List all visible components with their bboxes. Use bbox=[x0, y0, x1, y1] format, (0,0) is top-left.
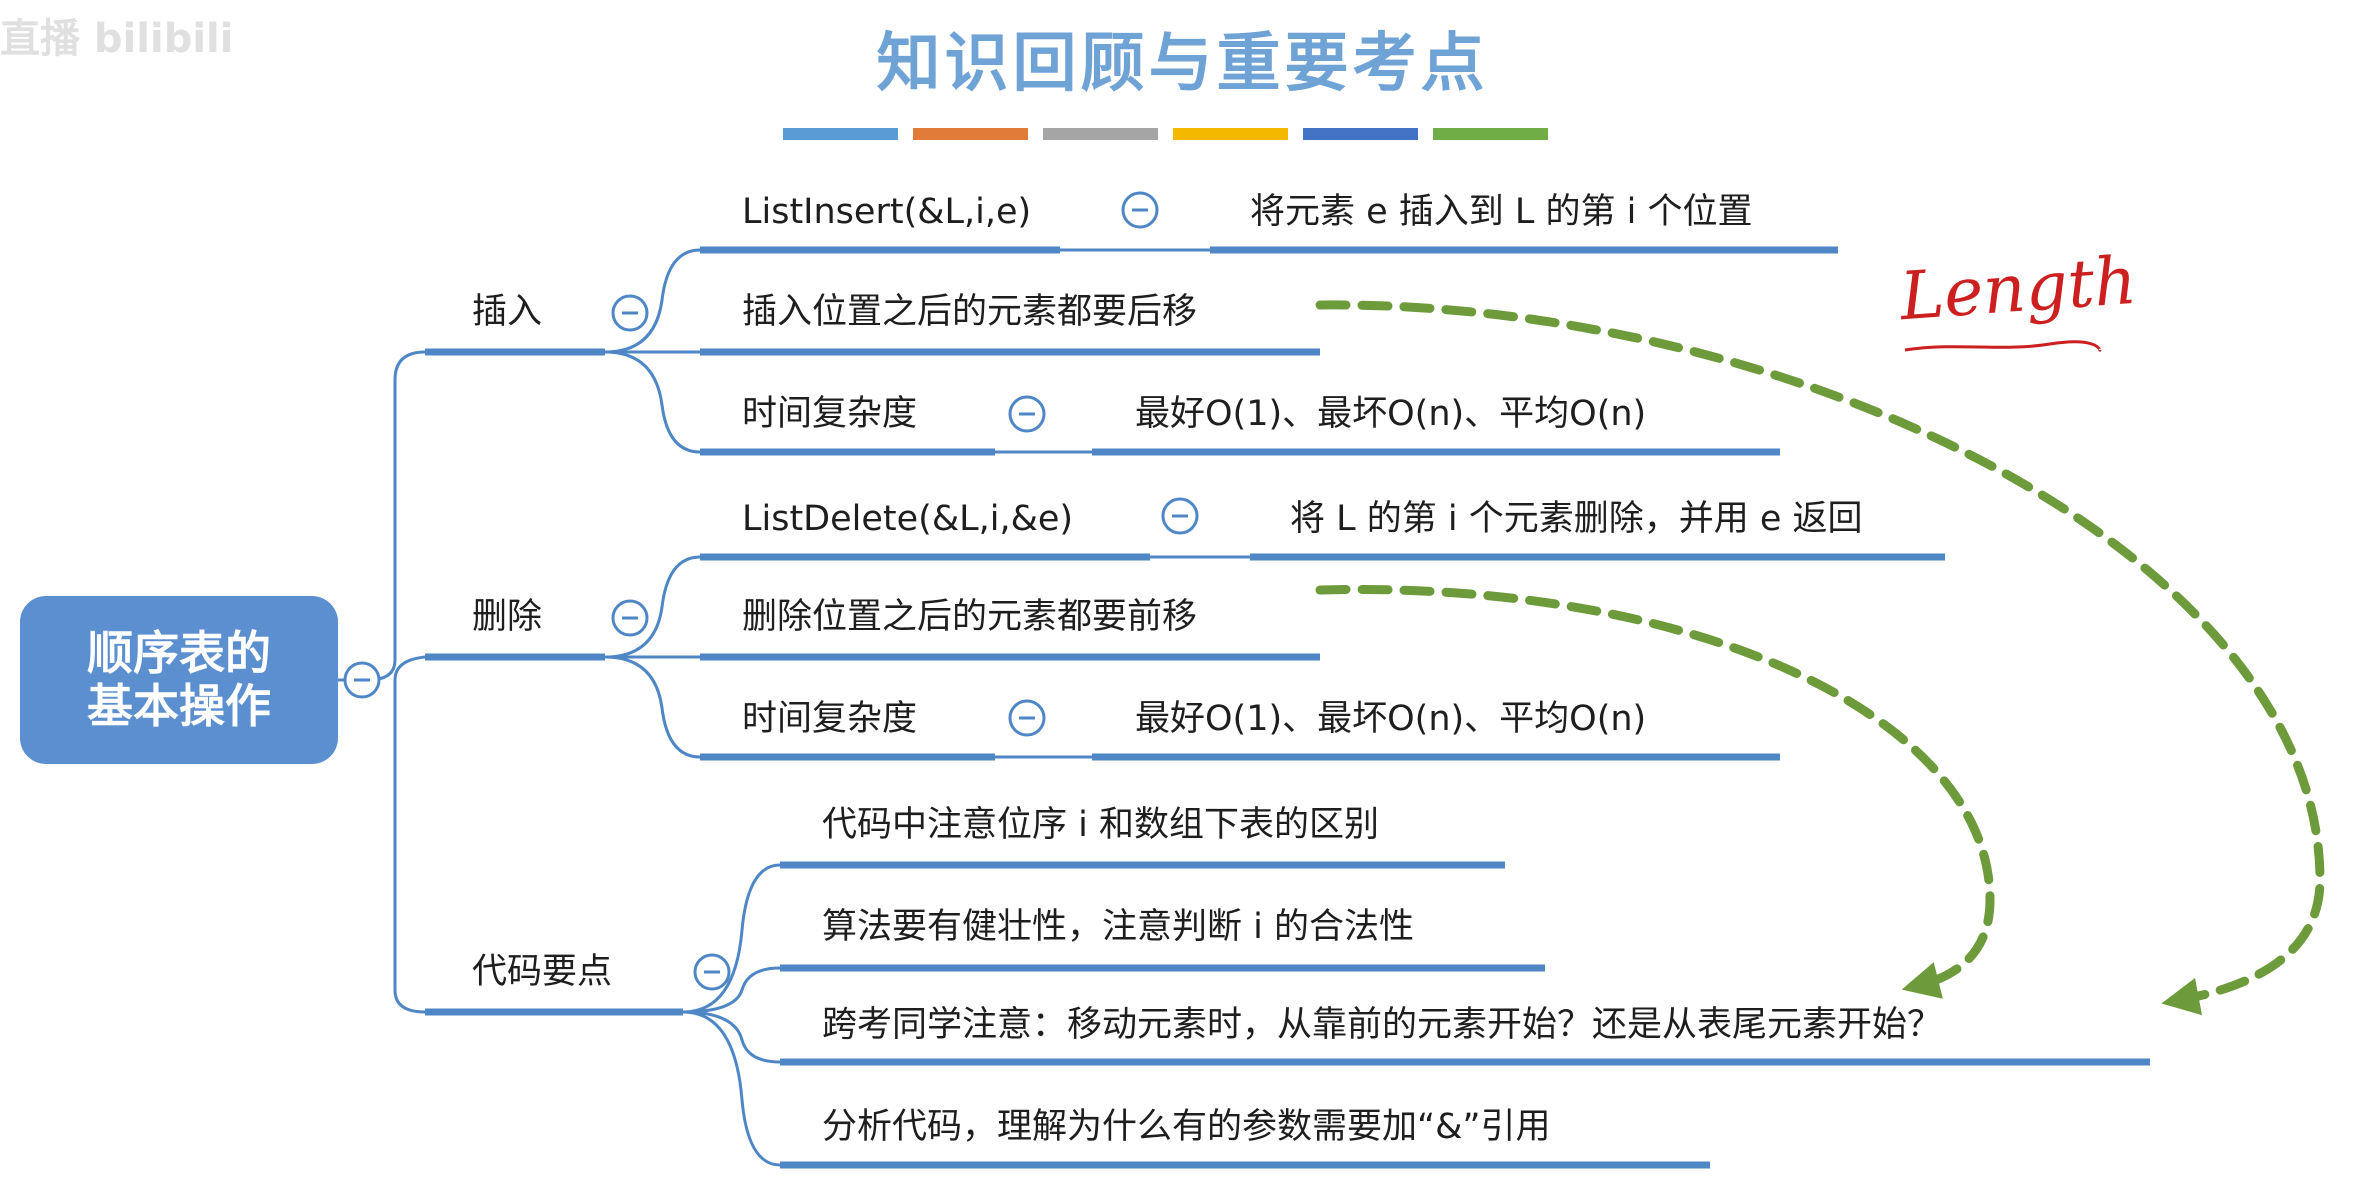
branch-delete-label[interactable]: 删除 bbox=[472, 597, 543, 637]
title-bar-1 bbox=[783, 128, 898, 140]
collapse-code-icon[interactable] bbox=[693, 953, 731, 991]
root-node[interactable]: 顺序表的 基本操作 bbox=[20, 596, 338, 764]
branch-insert-label[interactable]: 插入 bbox=[472, 292, 543, 332]
page-title: 知识回顾与重要考点 bbox=[876, 27, 1489, 101]
delete-complexity-value[interactable]: 最好O(1)、最坏O(n)、平均O(n) bbox=[1135, 699, 1647, 739]
connector-root-hub bbox=[367, 350, 426, 1014]
insert-complexity[interactable]: 时间复杂度 bbox=[742, 394, 918, 434]
delete-complexity[interactable]: 时间复杂度 bbox=[742, 699, 918, 739]
watermark: 直播 bilibili bbox=[0, 16, 234, 62]
code-item-4[interactable]: 分析代码，理解为什么有的参数需要加“&”引用 bbox=[822, 1107, 1551, 1147]
code-item-3[interactable]: 跨考同学注意：移动元素时，从靠前的元素开始？还是从表尾元素开始？ bbox=[822, 1005, 1943, 1045]
insert-api[interactable]: ListInsert(&L,i,e) bbox=[742, 192, 1032, 232]
insert-complexity-value[interactable]: 最好O(1)、最坏O(n)、平均O(n) bbox=[1135, 394, 1647, 434]
connector-code-hub bbox=[682, 863, 781, 1167]
collapse-delete-api-icon[interactable] bbox=[1161, 497, 1199, 535]
delete-api-desc[interactable]: 将 L 的第 i 个元素删除，并用 e 返回 bbox=[1290, 499, 1863, 539]
collapse-delete-complexity-icon[interactable] bbox=[1008, 699, 1046, 737]
code-item-2[interactable]: 算法要有健壮性，注意判断 i 的合法性 bbox=[822, 907, 1414, 947]
code-item-1[interactable]: 代码中注意位序 i 和数组下表的区别 bbox=[822, 805, 1379, 845]
connector-insert-hub bbox=[604, 248, 701, 454]
branch-code-label[interactable]: 代码要点 bbox=[472, 952, 613, 992]
title-bar-3 bbox=[1043, 128, 1158, 140]
root-line-2: 基本操作 bbox=[87, 679, 271, 733]
insert-api-desc[interactable]: 将元素 e 插入到 L 的第 i 个位置 bbox=[1250, 192, 1753, 232]
collapse-insert-icon[interactable] bbox=[611, 294, 649, 332]
collapse-root-icon[interactable] bbox=[343, 661, 381, 699]
dashed-arrow-delete bbox=[1315, 584, 1995, 999]
collapse-insert-complexity-icon[interactable] bbox=[1008, 395, 1046, 433]
title-bar-2 bbox=[913, 128, 1028, 140]
title-bar-5 bbox=[1303, 128, 1418, 140]
title-bar-6 bbox=[1433, 128, 1548, 140]
root-line-1: 顺序表的 bbox=[87, 626, 271, 681]
insert-shift[interactable]: 插入位置之后的元素都要后移 bbox=[742, 292, 1198, 332]
collapse-delete-icon[interactable] bbox=[611, 599, 649, 637]
title-bar-4 bbox=[1173, 128, 1288, 140]
annotation-length: Length bbox=[1897, 241, 2140, 336]
collapse-insert-api-icon[interactable] bbox=[1121, 191, 1159, 229]
delete-shift[interactable]: 删除位置之后的元素都要前移 bbox=[742, 597, 1198, 637]
delete-api[interactable]: ListDelete(&L,i,&e) bbox=[742, 499, 1074, 539]
annotation-underline bbox=[1904, 340, 2102, 352]
connector-delete-hub bbox=[604, 555, 701, 759]
